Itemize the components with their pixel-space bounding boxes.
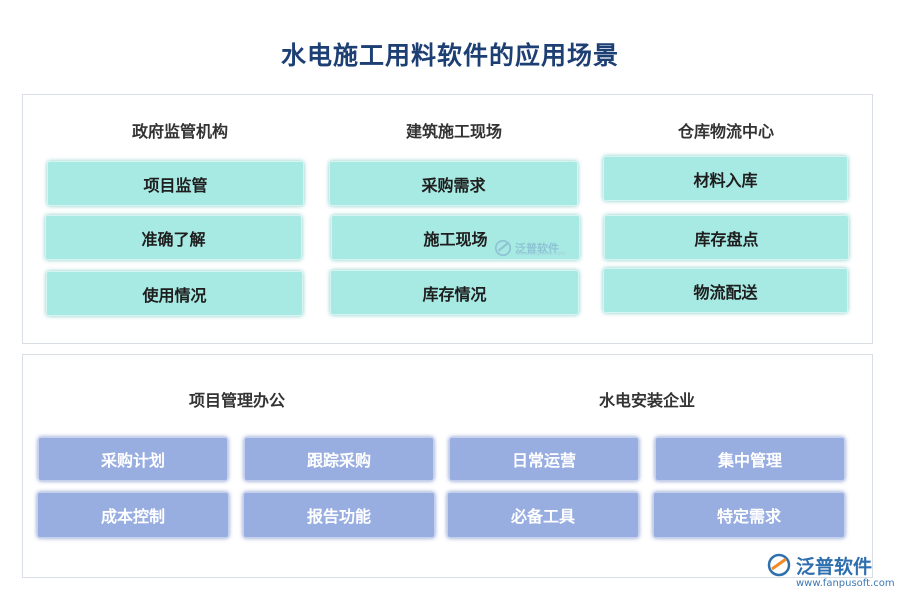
watermark-subtext: www.fanpusoft.com xyxy=(516,251,566,257)
brand-url: www.fanpusoft.com xyxy=(796,578,895,589)
watermark-text: 泛普软件 xyxy=(515,242,559,255)
heading-installation-enterprise: 水电安装企业 xyxy=(598,391,695,410)
item-usage-status: 使用情况 xyxy=(46,271,303,316)
item-logistics-delivery: 物流配送 xyxy=(603,268,848,313)
item-cost-control: 成本控制 xyxy=(37,492,229,538)
heading-project-office: 项目管理办公 xyxy=(188,391,285,410)
item-report-function: 报告功能 xyxy=(243,492,435,538)
item-track-purchase: 跟踪采购 xyxy=(244,437,434,481)
item-inventory-status: 库存情况 xyxy=(330,270,579,315)
fanpu-logo-icon xyxy=(767,553,791,577)
item-construction-site: 施工现场 xyxy=(331,215,580,260)
item-purchase-demand: 采购需求 xyxy=(329,161,578,206)
brand-name: 泛普软件 xyxy=(796,556,873,578)
heading-government: 政府监管机构 xyxy=(131,122,228,141)
item-daily-operation: 日常运营 xyxy=(449,437,639,481)
item-project-supervision: 项目监管 xyxy=(47,161,304,206)
item-accurate-understanding: 准确了解 xyxy=(45,215,302,260)
item-purchase-plan: 采购计划 xyxy=(38,437,228,481)
item-specific-needs: 特定需求 xyxy=(653,492,845,538)
center-watermark: 泛普软件 www.fanpusoft.com xyxy=(494,236,584,260)
heading-warehouse: 仓库物流中心 xyxy=(677,122,774,141)
fanpu-logo-icon xyxy=(494,239,512,257)
item-inventory-count: 库存盘点 xyxy=(604,215,849,260)
item-centralized-management: 集中管理 xyxy=(655,437,845,481)
brand-logo: 泛普软件 www.fanpusoft.com xyxy=(766,552,896,596)
page-title: 水电施工用料软件的应用场景 xyxy=(280,41,619,70)
heading-construction-site: 建筑施工现场 xyxy=(405,122,502,141)
item-essential-tools: 必备工具 xyxy=(447,492,639,538)
item-material-receiving: 材料入库 xyxy=(603,156,848,201)
